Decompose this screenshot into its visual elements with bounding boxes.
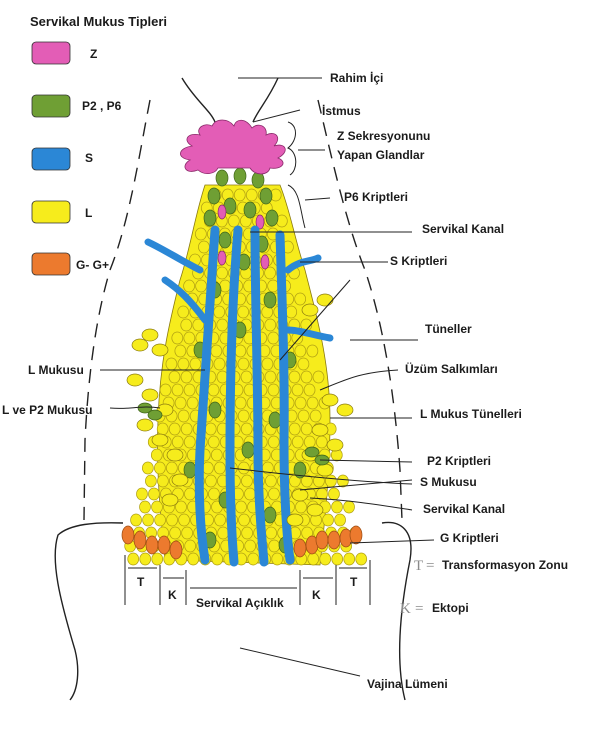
legend-swatch-s [31, 147, 71, 171]
label-uzum-salkimlari: Üzüm Salkımları [405, 361, 498, 376]
zone-brackets [124, 555, 371, 605]
legend-swatch-z [31, 41, 71, 65]
key-k: K [400, 601, 411, 617]
vagina-wall-right [381, 521, 412, 701]
label-vajina-lumeni: Vajina Lümeni [367, 677, 448, 691]
label-p6-kriptleri: P6 Kriptleri [344, 190, 408, 204]
legend-label-l: L [85, 206, 92, 220]
legend-label-s: S [85, 151, 93, 165]
legend-label-p2-p6: P2 , P6 [82, 99, 122, 113]
uterine-cavity-line-right [252, 77, 279, 123]
vagina-wall-left [54, 522, 124, 701]
p6-crypts [183, 167, 307, 554]
cervix-dashed-outline-left [83, 99, 151, 521]
zone-k-left: K [168, 588, 177, 602]
label-l-mukus-tunelleri: L Mukus Tünelleri [420, 407, 522, 421]
label-servikal-kanal-top: Servikal Kanal [422, 222, 504, 236]
zone-t-left: T [137, 575, 145, 589]
label-rahim-ici: Rahim İçi [330, 70, 383, 85]
leader-lines [100, 77, 435, 677]
cervix-dashed-outline-right [317, 99, 403, 521]
key-t: T [414, 558, 423, 574]
z-glands [180, 119, 286, 175]
label-istmus: İstmus [322, 103, 361, 118]
label-l-ve-p2-mukusu: L ve P2 Mukusu [2, 403, 92, 417]
label-z-sekresyon-2: Yapan Glandlar [337, 148, 425, 162]
legend-title: Servikal Mukus Tipleri [30, 14, 167, 29]
grape-clusters [126, 293, 354, 527]
legend: Servikal Mukus Tipleri Z P2 , P6 S L G- … [30, 14, 167, 276]
label-g-kriptleri: G Kriptleri [440, 531, 499, 545]
zone-t-right: T [350, 575, 358, 589]
legend-swatch-p2-p6 [31, 94, 71, 118]
label-tuneller: Tüneller [425, 322, 472, 336]
label-servikal-aciklik: Servikal Açıklık [196, 596, 284, 610]
key-t-eq: = [426, 558, 434, 574]
uterine-cavity-line-left [181, 77, 216, 123]
legend-label-g: G- G+ [76, 258, 109, 272]
legend-swatch-g [31, 252, 71, 276]
legend-label-z: Z [90, 47, 97, 61]
label-ektopi: Ektopi [432, 601, 469, 615]
label-s-kriptleri: S Kriptleri [390, 254, 447, 268]
key-k-eq: = [415, 601, 423, 617]
label-servikal-kanal-bottom: Servikal Kanal [423, 502, 505, 516]
zone-k-right: K [312, 588, 321, 602]
g-crypts [121, 525, 363, 560]
legend-swatch-l [31, 200, 71, 224]
label-s-mukusu: S Mukusu [420, 475, 477, 489]
label-transformasyon-zonu: Transformasyon Zonu [442, 558, 568, 572]
label-z-sekresyon-1: Z Sekresyonunu [337, 129, 430, 143]
label-p2-kriptleri: P2 Kriptleri [427, 454, 491, 468]
label-l-mukusu: L Mukusu [28, 363, 84, 377]
